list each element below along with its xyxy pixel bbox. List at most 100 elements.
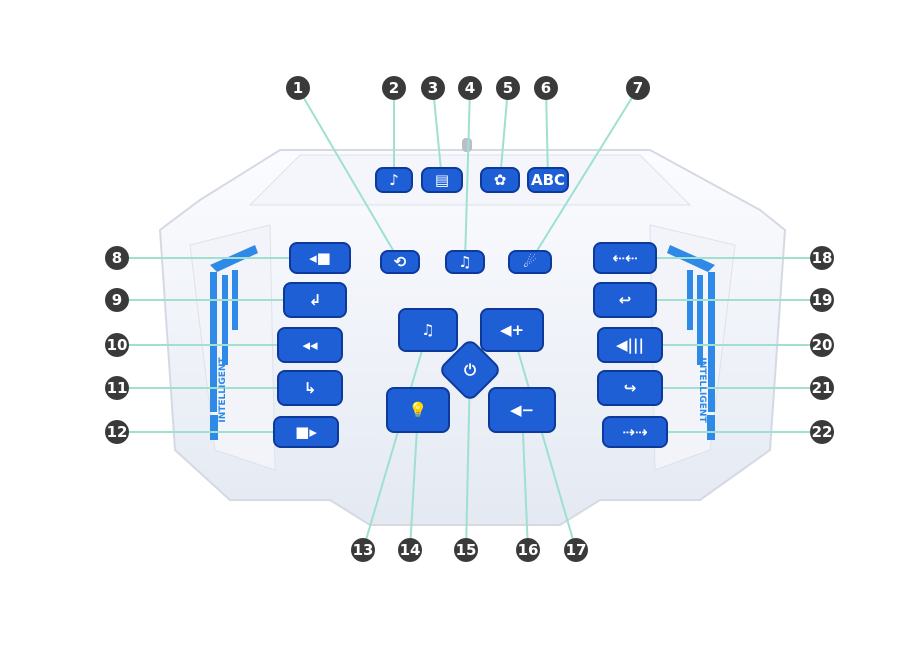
turn-right-icon: ↳ — [304, 379, 317, 397]
callout-20: 20 — [810, 333, 834, 357]
back-turn-right-icon: ↪ — [624, 379, 637, 397]
callout-number: 2 — [389, 79, 399, 97]
arrow-left-icon: ◂■ — [309, 249, 331, 267]
button-15[interactable]: ⏻ — [439, 339, 501, 401]
callout-12: 12 — [105, 420, 129, 444]
turn-left-icon: ↲ — [309, 291, 322, 309]
callout-15: 15 — [454, 538, 478, 562]
button-6[interactable]: ABC — [527, 167, 569, 193]
callout-number: 3 — [428, 79, 438, 97]
music-sparkle-icon: ♫ — [421, 321, 434, 339]
volume-down-icon: ◀− — [510, 401, 534, 419]
callout-number: 6 — [541, 79, 551, 97]
repeat-icon: ⟲ — [394, 253, 407, 271]
callout-10: 10 — [105, 333, 129, 357]
button-13[interactable]: ♫ — [398, 308, 458, 352]
callout-number: 5 — [503, 79, 513, 97]
shift-left-icon: ⇠⇠ — [612, 249, 637, 267]
callout-17: 17 — [564, 538, 588, 562]
button-17[interactable]: ◀+ — [480, 308, 544, 352]
button-11[interactable]: ↳ — [277, 370, 343, 406]
callout-number: 4 — [465, 79, 475, 97]
button-19[interactable]: ↩ — [593, 282, 657, 318]
button-9[interactable]: ↲ — [283, 282, 347, 318]
antenna — [462, 138, 472, 152]
button-7[interactable]: ☄ — [508, 250, 552, 274]
button-8[interactable]: ◂■ — [289, 242, 351, 274]
right-logo-text: INTELLIGENT — [697, 357, 707, 423]
flower-icon: ✿ — [494, 171, 507, 189]
callout-number: 18 — [812, 249, 833, 267]
callout-9: 9 — [105, 288, 129, 312]
callout-line-5 — [499, 87, 509, 181]
callout-21: 21 — [810, 376, 834, 400]
remote-top-panel — [248, 154, 692, 206]
callout-7: 7 — [626, 76, 650, 100]
callout-number: 22 — [812, 423, 833, 441]
callout-number: 19 — [812, 291, 833, 309]
callout-number: 9 — [112, 291, 122, 309]
callout-number: 13 — [353, 541, 374, 559]
callout-19: 19 — [810, 288, 834, 312]
button-4[interactable]: ♫ — [445, 250, 485, 274]
callout-line-1 — [297, 87, 401, 263]
callout-3: 3 — [421, 76, 445, 100]
arrow-right-icon: ■▸ — [295, 423, 317, 441]
callout-13: 13 — [351, 538, 375, 562]
callout-line-7 — [529, 87, 639, 263]
dance-icon: ☄ — [523, 253, 536, 271]
music-note-icon: ♪ — [389, 171, 399, 189]
button-14[interactable]: 💡 — [386, 387, 450, 433]
button-21[interactable]: ↪ — [597, 370, 663, 406]
button-5[interactable]: ✿ — [480, 167, 520, 193]
callout-number: 1 — [293, 79, 303, 97]
callout-14: 14 — [398, 538, 422, 562]
button-2[interactable]: ♪ — [375, 167, 413, 193]
callout-number: 17 — [566, 541, 587, 559]
button-18[interactable]: ⇠⇠ — [593, 242, 657, 274]
callout-11: 11 — [105, 376, 129, 400]
callout-number: 7 — [633, 79, 643, 97]
button-16[interactable]: ◀− — [488, 387, 556, 433]
callout-number: 14 — [400, 541, 421, 559]
button-12[interactable]: ■▸ — [273, 416, 339, 448]
button-3[interactable]: ▤ — [421, 167, 463, 193]
callout-line-17 — [511, 329, 577, 551]
button-1[interactable]: ⟲ — [380, 250, 420, 274]
power-icon: ⏻ — [464, 361, 476, 379]
light-bulb-icon: 💡 — [409, 401, 428, 419]
speed-icon: ◀||| — [616, 336, 644, 355]
callout-line-3 — [432, 87, 443, 181]
callout-1: 1 — [286, 76, 310, 100]
callout-number: 16 — [518, 541, 539, 559]
callout-line-6 — [545, 87, 549, 181]
callout-number: 8 — [112, 249, 122, 267]
button-10[interactable]: ◂◂ — [277, 327, 343, 363]
callout-number: 11 — [107, 379, 128, 397]
shift-right-icon: ⇢⇢ — [622, 423, 647, 441]
callout-number: 21 — [812, 379, 833, 397]
callout-number: 20 — [812, 336, 833, 354]
callout-8: 8 — [105, 246, 129, 270]
left-logo-text: INTELLIGENT — [218, 357, 228, 423]
button-group: ⟲ ♪ ▤ ♫ ✿ ABC ☄ ◂■ ↲ ◂◂ ↳ ■▸ ♫ 💡 ⏻ ◀− ◀+ ⇠⇠ ↩ ◀||| ↪ ⇢⇢ — [273, 167, 668, 448]
rewind-icon: ◂◂ — [302, 336, 318, 354]
callout-6: 6 — [534, 76, 558, 100]
callout-line-4 — [464, 87, 471, 263]
callout-18: 18 — [810, 246, 834, 270]
button-22[interactable]: ⇢⇢ — [602, 416, 668, 448]
abc-icon: ABC — [531, 171, 565, 189]
callout-number: 12 — [107, 423, 128, 441]
callout-22: 22 — [810, 420, 834, 444]
callout-number: 15 — [456, 541, 477, 559]
callout-4: 4 — [458, 76, 482, 100]
button-20[interactable]: ◀||| — [597, 327, 663, 363]
callout-5: 5 — [496, 76, 520, 100]
book-icon: ▤ — [435, 171, 449, 189]
callout-16: 16 — [516, 538, 540, 562]
callout-line-15 — [465, 369, 471, 551]
callout-line-16 — [521, 409, 529, 551]
